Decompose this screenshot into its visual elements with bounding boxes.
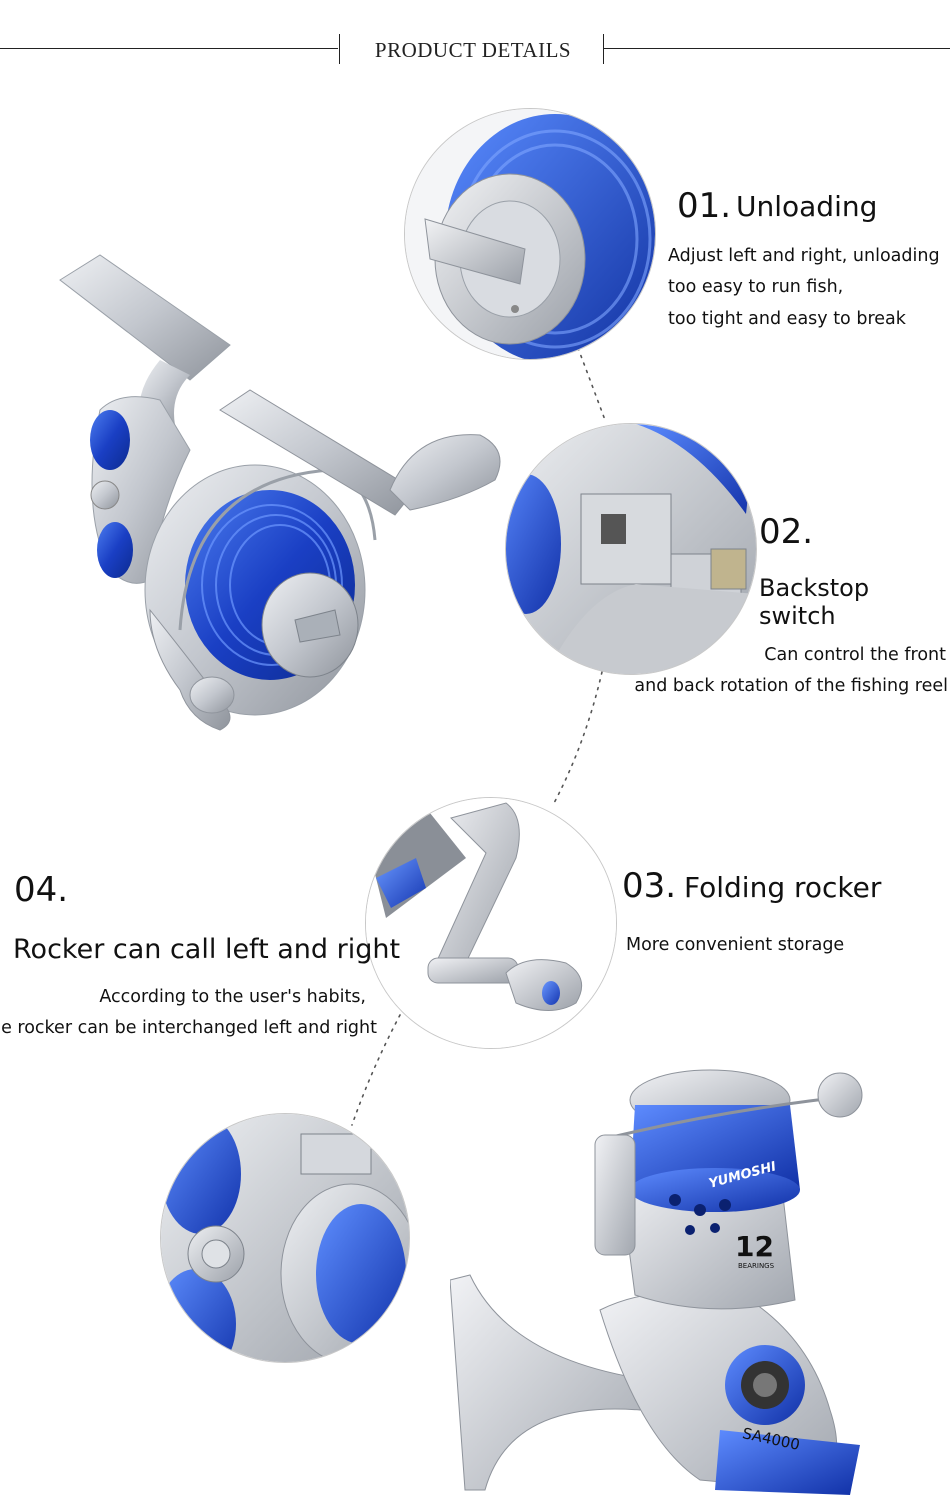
main-reel-image (40, 250, 520, 740)
page-title: PRODUCT DETAILS (374, 38, 572, 62)
feature-03-number: 03. (622, 866, 677, 906)
feature-01-line-1: Adjust left and right, unloading (668, 246, 940, 266)
detail-circle-folding-rocker (365, 797, 617, 1049)
bearings-label: BEARINGS (738, 1262, 775, 1270)
feature-04-number: 04. (14, 870, 69, 910)
detail-circle-rocker-side (160, 1113, 410, 1363)
header-rule-right (604, 48, 950, 49)
feature-02-number: 02. (759, 512, 814, 552)
feature-04-line-1: According to the user's habits, (99, 987, 366, 1007)
detail-circle-unloading (404, 108, 656, 360)
feature-03-line-1: More convenient storage (626, 935, 845, 955)
bearings-count: 12 (735, 1230, 774, 1263)
feature-01-line-3: too tight and easy to break (668, 309, 906, 329)
reel-spool (185, 490, 359, 680)
reel-handle (219, 389, 501, 516)
feature-04-title: Rocker can call left and right (13, 934, 401, 965)
feature-02-title: Backstop switch (759, 574, 870, 630)
connector-01-02 (577, 347, 606, 421)
feature-01-line-2: too easy to run fish, (668, 277, 844, 297)
connector-02-03 (552, 671, 603, 806)
detail-circle-backstop (505, 423, 757, 675)
feature-03-title: Folding rocker (684, 871, 882, 904)
header-tick-left (339, 34, 340, 64)
feature-04-line-2: the rocker can be interchanged left and … (0, 1018, 377, 1038)
feature-01-number: 01. (677, 186, 732, 226)
feature-02-line-2: and back rotation of the fishing reel (634, 676, 948, 696)
side-reel-image: YUMOSHI 12 BEARINGS SA4000 (450, 1050, 950, 1504)
feature-02-line-1: Can control the front (764, 645, 946, 665)
bail-wire (178, 468, 377, 631)
header-rule-left (0, 48, 338, 49)
header-tick-right (603, 34, 604, 64)
feature-01-title: Unloading (736, 190, 878, 223)
